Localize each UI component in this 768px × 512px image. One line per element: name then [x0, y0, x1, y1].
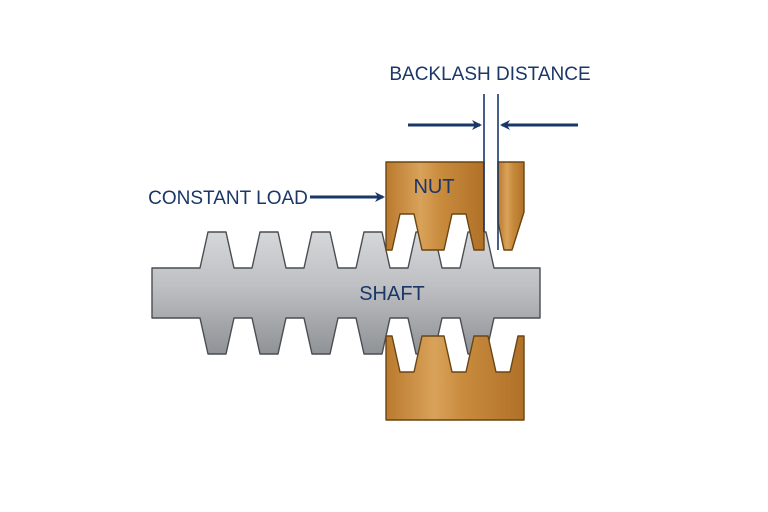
- shaft-label: SHAFT: [359, 283, 425, 305]
- constant-load-label: CONSTANT LOAD: [148, 188, 308, 209]
- shaft-body: [151, 231, 541, 355]
- nut-lower-body: [385, 335, 525, 421]
- nut-upper-body: [385, 161, 485, 251]
- backlash-lines: [483, 94, 499, 250]
- nut-upper: [385, 161, 525, 251]
- backlash-distance-label: BACKLASH DISTANCE: [389, 64, 590, 85]
- nut-lower: [385, 335, 525, 421]
- nut-label: NUT: [413, 176, 454, 198]
- shaft: [151, 231, 541, 355]
- arrows: [310, 120, 578, 202]
- nut-upper-right-piece: [497, 161, 525, 251]
